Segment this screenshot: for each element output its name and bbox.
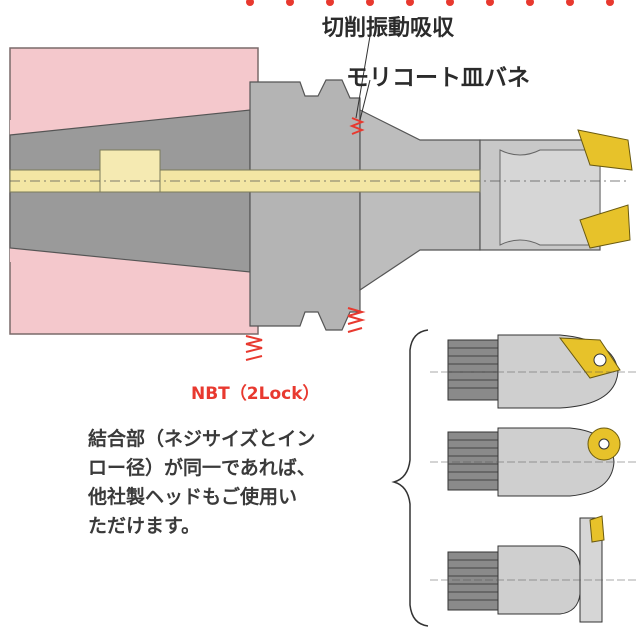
- description-line: 他社製ヘッドもご使用い: [88, 486, 298, 508]
- vibration-absorption-label: 切削振動吸収: [322, 16, 455, 41]
- disc-spring-label: モリコート皿バネ: [346, 65, 530, 91]
- interchangeable-head-2: [430, 427, 636, 497]
- description-line: ロー径）が同一であれば、: [88, 457, 316, 479]
- interchangeable-head-1: [430, 334, 636, 409]
- description-line: 結合部（ネジサイズとイン: [88, 428, 316, 450]
- grouping-bracket: [391, 329, 429, 627]
- top-dotted-border: [246, 0, 614, 6]
- interchangeable-head-3: [430, 515, 636, 623]
- holder-body: [9, 35, 633, 361]
- compatibility-description: 結合部（ネジサイズとイン ロー径）が同一であれば、 他社製ヘッドもご使用い ただ…: [88, 425, 418, 541]
- description-line: ただけます。: [88, 515, 201, 537]
- nbt-2lock-label: NBT（2Lock）: [191, 384, 320, 404]
